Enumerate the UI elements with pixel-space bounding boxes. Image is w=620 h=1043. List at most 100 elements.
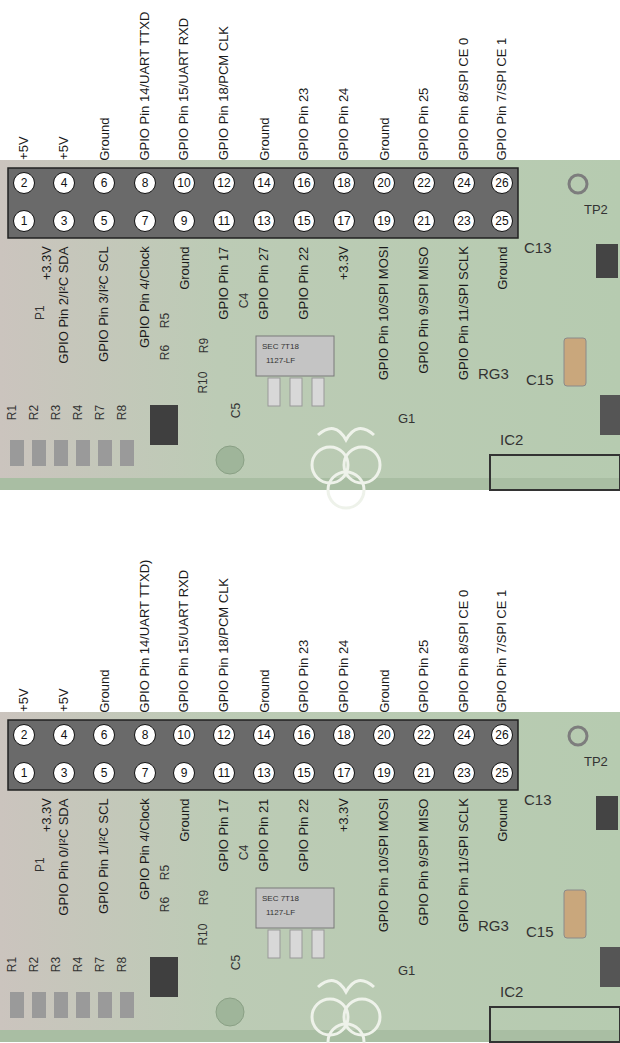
pin-label: GPIO Pin 10/SPI MOSI	[377, 246, 391, 380]
pin-circle: 7	[134, 210, 156, 232]
pin-circle: 3	[53, 210, 75, 232]
pin-label: +5V	[17, 136, 31, 160]
pin-number: 3	[61, 767, 68, 779]
silkscreen-mark: TP2	[584, 755, 608, 769]
pin-circle: 9	[173, 210, 195, 232]
silkscreen-mark: 1127-LF	[266, 909, 295, 918]
pin-label: Ground	[97, 117, 111, 160]
pin-circle: 18	[333, 172, 355, 194]
pin-circle: 2	[13, 172, 35, 194]
pin-circle: 26	[491, 172, 513, 194]
pin-number: 1	[21, 215, 28, 227]
pin-circle: 6	[93, 172, 115, 194]
pin-label: GPIO Pin 17	[217, 798, 231, 871]
pin-number: 6	[101, 729, 108, 741]
silkscreen-mark: R4	[72, 956, 85, 971]
pin-circle: 14	[253, 724, 275, 746]
silkscreen-mark: C15	[526, 372, 554, 389]
silkscreen-mark: R3	[50, 956, 63, 971]
pin-label: Ground	[97, 669, 111, 712]
pin-number: 14	[257, 729, 270, 741]
pin-label: GPIO Pin 7/SPI CE 1	[495, 37, 509, 160]
pin-label: Ground	[377, 117, 391, 160]
pin-label: GPIO Pin 1/I²C SCL	[97, 798, 111, 914]
pin-circle: 26	[491, 724, 513, 746]
pin-number: 21	[417, 215, 430, 227]
pin-circle: 11	[213, 210, 235, 232]
pin-label: GPIO Pin 10/SPI MOSI	[377, 798, 391, 932]
pin-number: 12	[217, 729, 230, 741]
pin-label: GPIO Pin 15/UART RXD	[177, 569, 191, 712]
pin-label: GPIO Pin 11/SPI SCLK	[457, 798, 471, 932]
pin-number: 8	[142, 729, 149, 741]
silkscreen-mark: R9	[198, 337, 211, 352]
pin-circle: 1	[13, 210, 35, 232]
silkscreen-mark: R9	[198, 889, 211, 904]
pin-number: 22	[417, 729, 430, 741]
pin-number: 15	[297, 215, 310, 227]
top-panel-photo	[0, 160, 620, 508]
pin-number: 2	[21, 729, 28, 741]
pin-circle: 19	[373, 210, 395, 232]
silkscreen-mark: R8	[116, 404, 129, 419]
pin-circle: 5	[93, 762, 115, 784]
pin-circle: 22	[413, 172, 435, 194]
pin-number: 4	[61, 177, 68, 189]
pin-number: 11	[218, 215, 230, 227]
pin-label: GPIO Pin 18/PCM CLK	[217, 578, 231, 712]
pin-label: +3.3V	[40, 798, 54, 832]
silkscreen-mark: R4	[72, 404, 85, 419]
pin-number: 1	[21, 767, 28, 779]
silkscreen-mark: C13	[524, 240, 552, 257]
pin-circle: 10	[173, 172, 195, 194]
silkscreen-mark: R1	[6, 956, 19, 971]
pin-circle: 14	[253, 172, 275, 194]
pin-label: GPIO Pin 14/UART TTXD)	[138, 559, 152, 712]
pin-number: 12	[217, 177, 230, 189]
pin-circle: 25	[491, 762, 513, 784]
silkscreen-mark: C5	[230, 954, 243, 969]
pin-number: 16	[297, 177, 310, 189]
pin-number: 14	[257, 177, 270, 189]
silkscreen-mark: P1	[33, 305, 46, 320]
pin-number: 7	[142, 767, 149, 779]
pin-number: 11	[218, 767, 230, 779]
pin-label: GPIO Pin 22	[297, 798, 311, 871]
bottom-panel-photo	[0, 712, 620, 1043]
silkscreen-mark: SEC 7T18	[262, 343, 299, 352]
pin-number: 4	[61, 729, 68, 741]
silkscreen-mark: IC2	[500, 432, 523, 449]
silkscreen-mark: G1	[398, 412, 415, 426]
pin-label: +5V	[57, 688, 71, 712]
pin-number: 7	[142, 215, 149, 227]
pin-label: GPIO Pin 23	[297, 639, 311, 712]
pin-circle: 6	[93, 724, 115, 746]
pin-circle: 12	[213, 724, 235, 746]
pin-label: GPIO Pin 22	[297, 246, 311, 319]
pin-label: GPIO Pin 23	[297, 87, 311, 160]
pin-circle: 16	[293, 724, 315, 746]
pin-label: GPIO Pin 14/UART TTXD	[138, 11, 152, 160]
pin-number: 18	[337, 177, 350, 189]
pin-label: GPIO Pin 9/SPI MISO	[417, 798, 431, 925]
pin-circle: 23	[453, 762, 475, 784]
pin-label: GPIO Pin 18/PCM CLK	[217, 26, 231, 160]
pin-number: 20	[377, 729, 390, 741]
pin-number: 9	[181, 215, 188, 227]
silkscreen-mark: 1127-LF	[266, 357, 295, 366]
pin-number: 2	[21, 177, 28, 189]
pin-number: 15	[297, 767, 310, 779]
pin-number: 25	[495, 767, 508, 779]
pin-label: Ground	[177, 246, 191, 289]
pin-number: 9	[181, 767, 188, 779]
pin-label: GPIO Pin 8/SPI CE 0	[457, 37, 471, 160]
pin-number: 25	[495, 215, 508, 227]
silkscreen-mark: R6	[159, 344, 172, 359]
pin-circle: 3	[53, 762, 75, 784]
pin-label: GPIO Pin 27	[257, 246, 271, 319]
pin-label: GPIO Pin 0/I²C SDA	[57, 798, 71, 915]
pin-number: 26	[495, 177, 508, 189]
pin-circle: 21	[413, 210, 435, 232]
pin-label: GPIO Pin 4/Clock	[138, 246, 152, 348]
silkscreen-mark: R2	[28, 404, 41, 419]
